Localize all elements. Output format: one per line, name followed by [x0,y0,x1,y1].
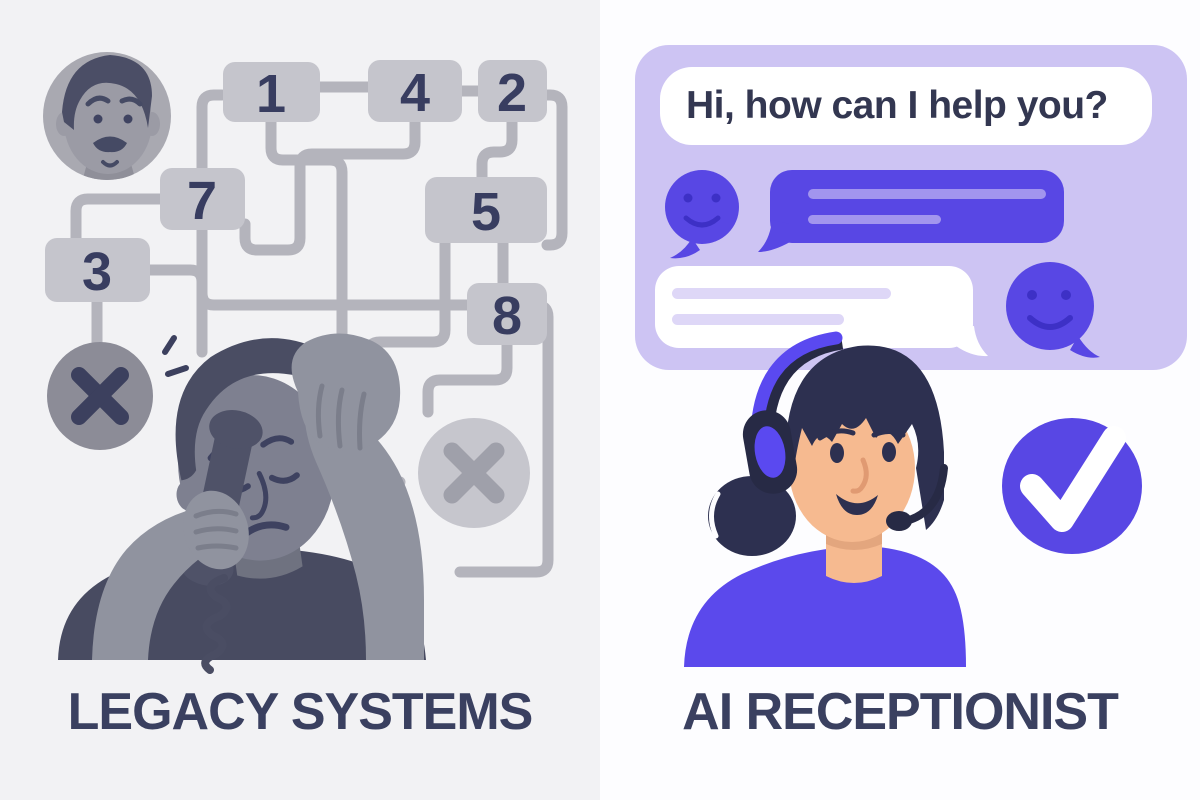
chat-text-line [808,215,941,224]
flowchart-node: 1 [223,62,320,124]
flowchart-nodes: 1 4 2 7 5 3 8 [45,60,547,346]
receptionist-illustration [665,170,1142,667]
flowchart-node-label: 1 [256,64,286,124]
bubble-tail [758,220,790,252]
headset-icon [742,331,948,531]
chat-text-line [808,189,1046,199]
legacy-systems-caption: LEGACY SYSTEMS [67,683,534,741]
flowchart-node-label: 5 [471,182,501,242]
flowchart-node-label: 8 [492,286,522,346]
receptionist-woman-figure [684,331,966,667]
figure-forehead-hand [291,333,401,451]
x-mark-circle-icon [47,335,189,450]
flowchart-node-label: 2 [497,63,527,123]
chat-bubble-agent [770,170,1064,243]
flowchart-node: 5 [425,177,547,243]
flowchart-node: 7 [160,168,245,231]
figure-phone-hand [183,490,249,570]
figure-hair [785,345,944,530]
ai-receptionist-panel: Hi, how can I help you? [600,0,1200,800]
legacy-illustration: 1 4 2 7 5 3 8 [43,52,568,674]
check-circle-icon [1002,418,1142,554]
figure-raised-arm [304,385,424,660]
x-mark-circle-light-icon [418,418,530,528]
flowchart-connectors [70,81,568,578]
chat-text-line [672,288,891,299]
flowchart-node: 8 [467,283,547,346]
figure-shirt [684,546,966,667]
flowchart-node-label: 7 [187,171,217,231]
chat-text-line [672,314,844,325]
worried-man-avatar-icon [43,52,171,180]
smiley-chat-bubble-icon [665,170,739,259]
flowchart-node: 3 [45,238,150,302]
stress-sparks-icon [162,335,189,377]
phone-cord-icon [201,574,231,674]
smiley-chat-bubble-icon [1006,262,1100,358]
chat-greeting-text: Hi, how can I help you? [686,84,1108,127]
flowchart-node: 2 [478,60,547,123]
figure-ponytail [708,476,796,556]
chat-greeting-bubble: Hi, how can I help you? [660,67,1152,145]
frustrated-man-figure [58,333,426,674]
legacy-systems-panel: 1 4 2 7 5 3 8 [0,0,600,800]
chat-bubble-user [655,266,973,348]
flowchart-node-label: 3 [82,242,112,302]
flowchart-node: 4 [368,60,462,123]
flowchart-node-label: 4 [400,63,430,123]
ai-receptionist-caption: AI RECEPTIONIST [682,683,1119,741]
figure-face-features [817,428,906,515]
bubble-tail [956,326,988,357]
